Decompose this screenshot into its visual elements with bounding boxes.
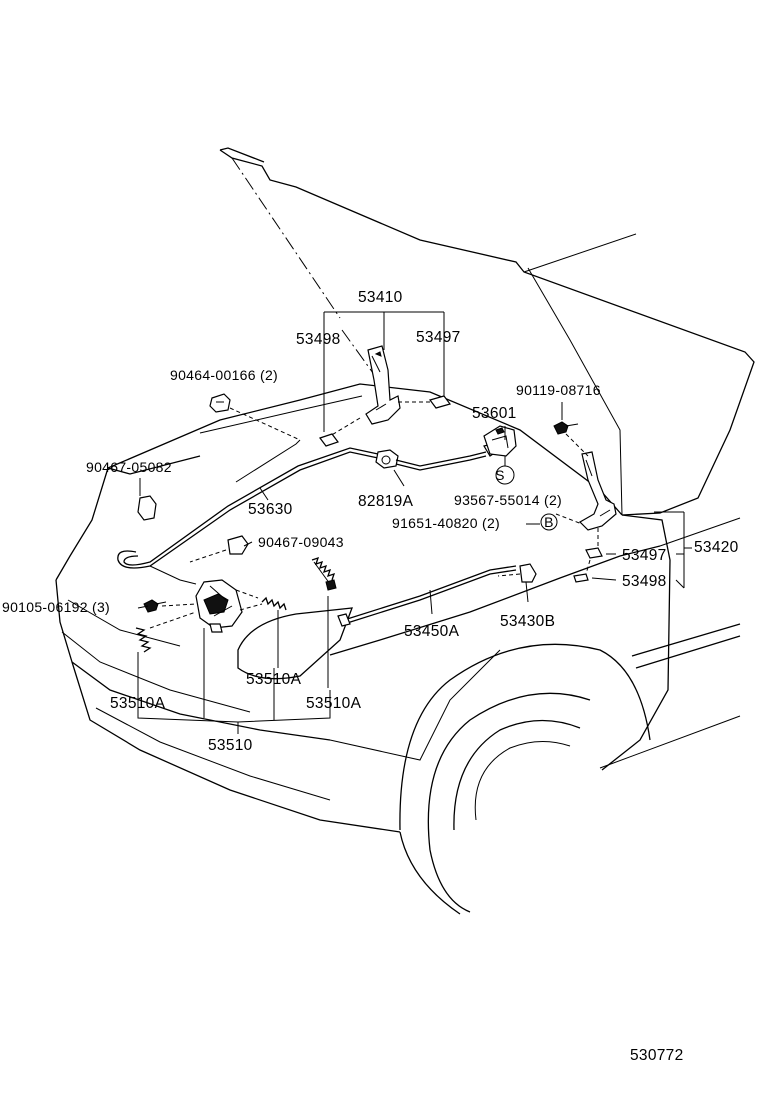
label-53497-top: 53497: [416, 329, 461, 346]
label-53601: 53601: [472, 405, 517, 422]
bolt-icon: [143, 421, 589, 613]
leader-lines: [137, 311, 692, 734]
label-53430b: 53430B: [500, 613, 555, 630]
marker-b: B: [544, 514, 554, 530]
hood-lock-icon: [195, 579, 243, 633]
label-53497-right: 53497: [622, 547, 667, 564]
car-body-outline: [55, 147, 755, 915]
marker-b-circle: [540, 513, 558, 531]
label-53510a-left: 53510A: [110, 695, 166, 712]
label-91651-40820: 91651-40820 (2): [392, 515, 500, 531]
label-90467-09043: 90467-09043: [258, 534, 344, 550]
hinge-right-icon: [555, 451, 617, 583]
label-53498-right: 53498: [622, 573, 667, 590]
label-53510a-right: 53510A: [306, 695, 362, 712]
label-53630: 53630: [248, 501, 293, 518]
label-53450a: 53450A: [404, 623, 460, 640]
label-90467-05082: 90467-05082: [86, 459, 172, 475]
label-82819a: 82819A: [358, 493, 414, 510]
label-53510: 53510: [208, 737, 253, 754]
hinge-left-icon: [319, 345, 452, 447]
label-53510a-center: 53510A: [246, 671, 302, 688]
clip-icon: [137, 393, 537, 583]
label-90464-00166: 90464-00166 (2): [170, 367, 278, 383]
label-53410: 53410: [358, 289, 403, 306]
label-53498-top: 53498: [296, 331, 341, 348]
label-53420: 53420: [694, 539, 739, 556]
release-cable-icon: [117, 443, 497, 585]
marker-s: S: [495, 467, 505, 483]
diagram-code: 530772: [630, 1047, 684, 1064]
lever-icon: [483, 425, 517, 485]
label-93567-55014: 93567-55014 (2): [454, 492, 562, 508]
label-90119-08716: 90119-08716: [516, 382, 601, 398]
label-90105-06192: 90105-06192 (3): [2, 599, 110, 615]
support-rod-icon: [337, 565, 517, 627]
spring-icon: [135, 556, 337, 653]
